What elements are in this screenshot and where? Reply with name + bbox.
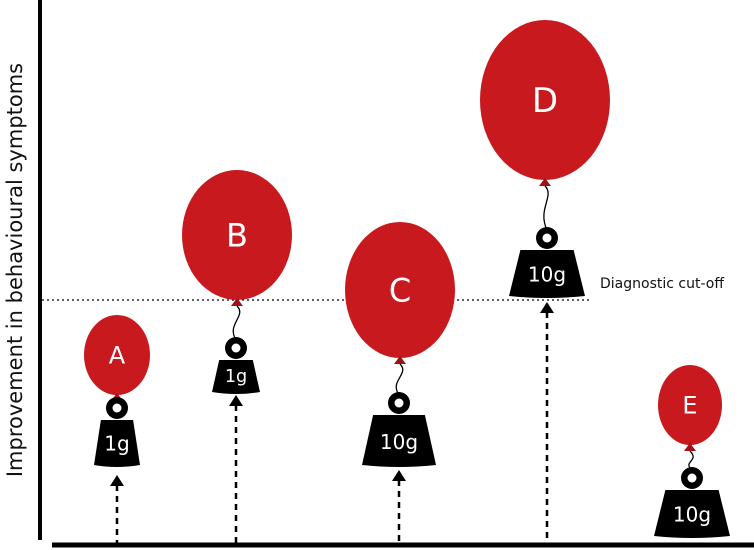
weight-label: 1g	[104, 432, 129, 456]
weight-ring-hole	[542, 233, 552, 243]
weight-label: 10g	[528, 262, 566, 286]
cutoff-label: Diagnostic cut-off	[600, 276, 724, 292]
balloon-label: A	[109, 342, 126, 370]
balloon-group-b: B 1g	[182, 170, 292, 545]
y-axis-label: Improvement in behavioural symptoms	[3, 62, 27, 478]
weight-ring-hole	[687, 473, 697, 483]
balloon	[658, 365, 722, 445]
weight-icon	[362, 415, 436, 467]
balloon-group-a: A 1g	[84, 315, 150, 545]
balloon-label: C	[389, 272, 411, 310]
weight-label: 10g	[673, 502, 711, 526]
balloon-label: E	[682, 392, 697, 420]
weight-icon	[654, 490, 730, 538]
balloon	[84, 315, 150, 395]
weight-icon	[212, 360, 260, 394]
weight-label: 10g	[380, 430, 418, 454]
balloon-string	[543, 185, 549, 231]
balloon-knot-icon	[394, 356, 406, 364]
weight-label: 1g	[225, 367, 247, 387]
weight-icon	[509, 250, 585, 298]
balloon	[480, 20, 610, 180]
weight-icon	[94, 420, 140, 467]
arrow-head-icon	[229, 395, 243, 406]
balloon-label: B	[226, 217, 248, 255]
balloon-group-c: C 10g	[345, 222, 455, 545]
balloon	[345, 222, 455, 358]
arrow-head-icon	[392, 470, 406, 481]
balloon-string	[232, 305, 241, 341]
weight-ring-hole	[394, 398, 404, 408]
balloon-knot-icon	[539, 178, 551, 186]
balloon	[182, 170, 292, 300]
balloon-knot-icon	[231, 298, 243, 306]
weight-ring-hole	[231, 343, 241, 353]
arrow-head-icon	[110, 475, 124, 486]
balloon-label: D	[532, 81, 558, 121]
balloon-string	[395, 363, 404, 396]
balloon-group-d: D 10g	[480, 20, 610, 545]
arrow-head-icon	[540, 302, 554, 313]
balloon-knot-icon	[684, 443, 696, 451]
balloon-group-e: E 10g	[654, 365, 730, 538]
weight-ring-hole	[112, 403, 122, 413]
